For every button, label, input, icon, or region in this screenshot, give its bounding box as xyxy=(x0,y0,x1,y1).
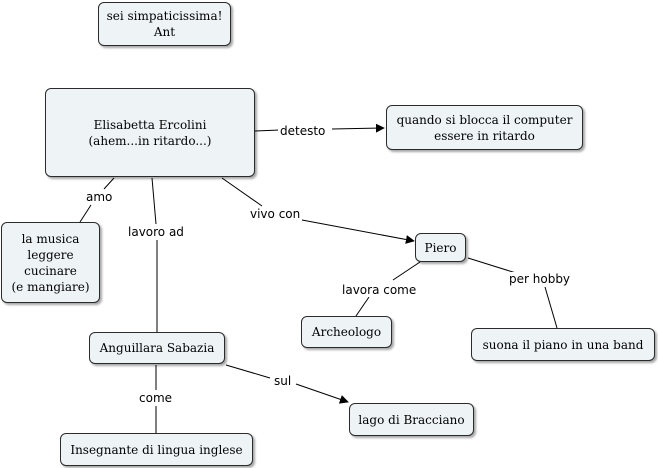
concept-elisabetta[interactable]: Elisabetta Ercolini (ahem...in ritardo..… xyxy=(45,88,255,177)
connector-elisabetta-detesto xyxy=(254,129,281,132)
link-label-per-hobby[interactable]: per hobby xyxy=(507,272,573,286)
link-label-sul[interactable]: sul xyxy=(272,374,294,388)
link-label-come[interactable]: come xyxy=(137,391,175,405)
connector-per-hobby-piano xyxy=(544,286,558,329)
connector-amo-musica xyxy=(79,204,92,223)
connector-elisabetta-amo xyxy=(103,177,115,190)
concept-piano-text: suona il piano in una band xyxy=(482,337,644,352)
concept-lago-text: lago di Bracciano xyxy=(358,412,465,427)
concept-anguillara[interactable]: Anguillara Sabazia xyxy=(89,332,225,364)
arrow-detesto-computer xyxy=(331,123,385,133)
concept-archeologo-text: Archeologo xyxy=(311,325,382,339)
connector-piero-lavora-come xyxy=(392,261,421,281)
concept-computer-text: quando si blocca il computer essere in r… xyxy=(396,112,573,143)
concept-piano[interactable]: suona il piano in una band xyxy=(471,328,655,361)
concept-insegnante-text: Insegnante di lingua inglese xyxy=(70,442,243,457)
link-label-detesto[interactable]: detesto xyxy=(278,124,328,138)
concept-archeologo[interactable]: Archeologo xyxy=(301,316,392,348)
link-label-lavoro-ad[interactable]: lavoro ad xyxy=(126,225,186,239)
connector-anguillara-sul xyxy=(225,364,271,379)
concept-computer[interactable]: quando si blocca il computer essere in r… xyxy=(386,105,583,150)
concept-piero-text: Piero xyxy=(424,240,457,255)
connector-piero-per-hobby xyxy=(467,257,517,274)
concept-anguillara-text: Anguillara Sabazia xyxy=(99,341,215,355)
concept-musica[interactable]: la musica leggere cucinare (e mangiare) xyxy=(1,222,100,303)
concept-piero[interactable]: Piero xyxy=(415,233,466,262)
arrow-sul-lago xyxy=(295,383,349,404)
concept-musica-text: la musica leggere cucinare (e mangiare) xyxy=(11,231,90,294)
connector-lavora-come-archeologo xyxy=(355,296,370,317)
connector-elisabetta-vivo-con xyxy=(221,177,263,207)
connector-elisabetta-lavoro-ad xyxy=(151,177,157,225)
link-label-amo[interactable]: amo xyxy=(84,190,115,204)
link-label-vivo-con[interactable]: vivo con xyxy=(248,207,303,221)
concept-lago[interactable]: lago di Bracciano xyxy=(349,403,474,436)
arrow-vivo-con-piero xyxy=(301,219,415,244)
concept-insegnante[interactable]: Insegnante di lingua inglese xyxy=(60,433,253,466)
concept-elisabetta-text: Elisabetta Ercolini (ahem...in ritardo..… xyxy=(88,117,212,148)
link-label-lavora-come[interactable]: lavora come xyxy=(340,283,419,297)
concept-note-text: sei simpaticissima! Ant xyxy=(106,9,223,39)
concept-note[interactable]: sei simpaticissima! Ant xyxy=(98,2,231,46)
